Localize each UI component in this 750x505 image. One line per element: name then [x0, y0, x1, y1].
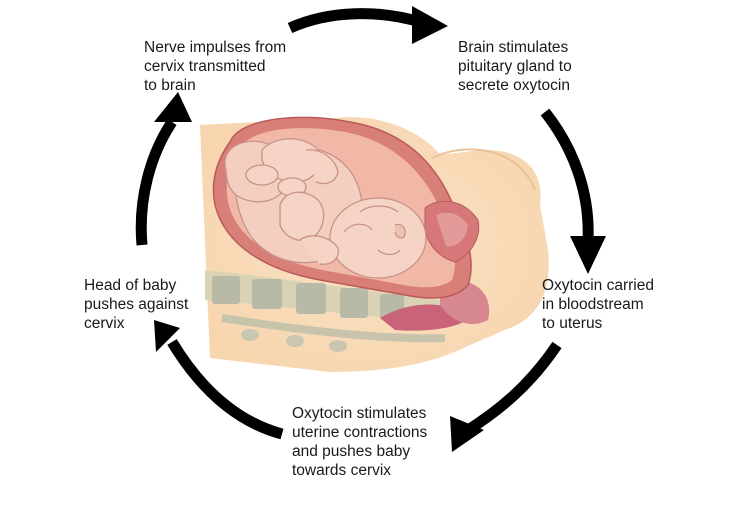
step-brain-stimulates: Brain stimulates pituitary gland to secr…	[458, 39, 572, 94]
arrow-right-lower	[462, 341, 562, 437]
arrow-right-upper	[540, 108, 594, 241]
spine-illustration	[205, 270, 460, 352]
feedback-loop-arrows	[135, 8, 594, 440]
arrow-left-upper	[135, 118, 177, 246]
arrowhead-left-upper	[154, 92, 192, 122]
arrowhead-top	[412, 6, 448, 44]
arrowhead-right-lower	[450, 416, 484, 452]
baby-illustration	[224, 138, 427, 279]
step-nerve-impulses: Nerve impulses from cervix transmitted t…	[144, 39, 287, 94]
arrowhead-right-upper	[570, 236, 606, 274]
arrowhead-left-lower	[154, 320, 180, 352]
step-oxytocin-bloodstream: Oxytocin carried in bloodstream to uteru…	[542, 277, 654, 332]
arrow-left-lower	[167, 339, 284, 440]
arrowheads	[154, 6, 606, 452]
step-head-pushes: Head of baby pushes against cervix	[84, 277, 189, 332]
step-uterine-contractions: Oxytocin stimulates uterine contractions…	[292, 405, 428, 479]
arrow-top	[287, 8, 422, 34]
